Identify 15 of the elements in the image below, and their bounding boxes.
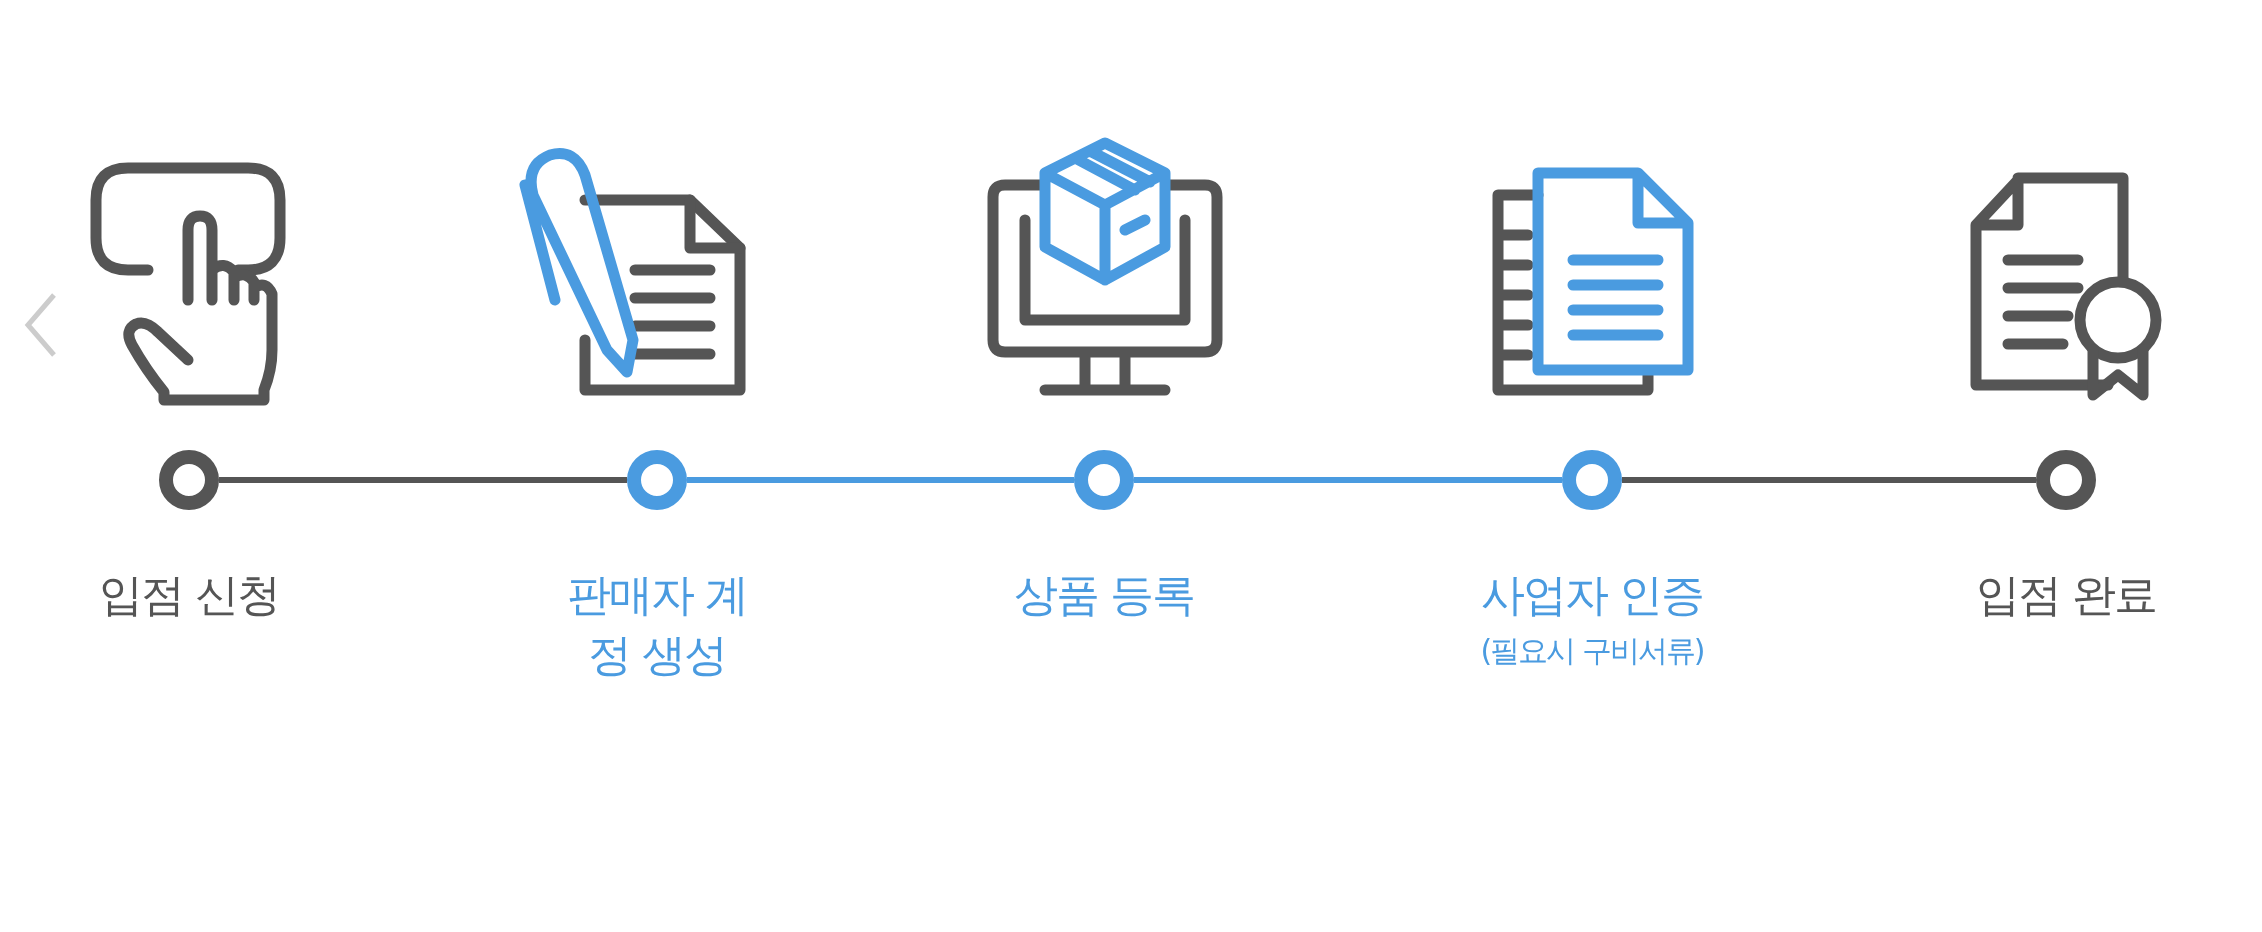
step-label: 상품 등록 [1014, 568, 1194, 622]
timeline-dot [1562, 450, 1622, 510]
step-label: 사업자 인증 [1481, 568, 1703, 622]
timeline-dot [1074, 450, 1134, 510]
connector-line [1622, 477, 2036, 483]
timeline-dot [627, 450, 687, 510]
step-label: 입점 신청 [99, 568, 279, 622]
step-label: 입점 완료 [1976, 568, 2156, 622]
timeline-dot [2036, 450, 2096, 510]
step-note: (필요시 구비서류) [1480, 632, 1704, 670]
connector-line [219, 477, 627, 483]
step-label: 판매자 계정 생성 [566, 568, 748, 682]
connector-line [687, 477, 1074, 483]
connector-line [1134, 477, 1562, 483]
timeline-dot [159, 450, 219, 510]
